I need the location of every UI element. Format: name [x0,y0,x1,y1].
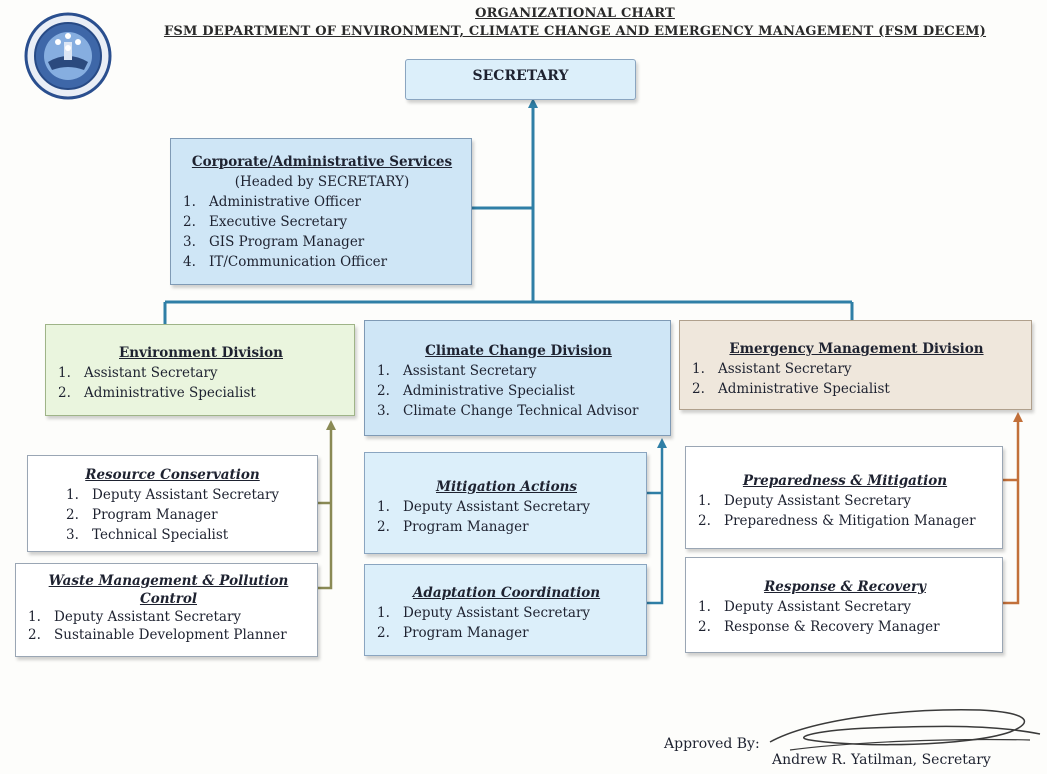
list-item: 4.IT/Communication Officer [183,254,388,270]
mitigation-actions-list: 1.Deputy Assistant Secretary 2.Program M… [377,497,636,537]
corporate-services-title: Corporate/Administrative Services [191,154,453,170]
preparedness-mitigation-title: Preparedness & Mitigation [742,473,948,489]
preparedness-mitigation-box: Preparedness & Mitigation 1.Deputy Assis… [685,446,1003,549]
emergency-management-division-list: 1.Assistant Secretary 2.Administrative S… [692,359,1021,399]
list-item: 3.Climate Change Technical Advisor [377,403,639,419]
adaptation-coordination-box: Adaptation Coordination 1.Deputy Assista… [364,564,647,656]
adaptation-coordination-title: Adaptation Coordination [412,585,601,601]
climate-bracket [647,443,662,605]
climate-change-division-list: 1.Assistant Secretary 2.Administrative S… [377,361,660,421]
waste-management-box: Waste Management & Pollution Control 1.D… [15,563,318,657]
response-recovery-title: Response & Recovery [764,579,926,595]
fsm-seal-icon [24,12,112,100]
signer-name: Andrew R. Yatilman, Secretary [772,752,991,768]
list-item: 1.Assistant Secretary [377,363,537,379]
waste-management-title: Waste Management & Pollution [48,573,289,589]
list-item: 2.Response & Recovery Manager [698,619,940,635]
list-item: 1.Deputy Assistant Secretary [377,499,591,515]
resource-conservation-title: Resource Conservation [85,467,260,483]
corporate-services-list: 1.Administrative Officer 2.Executive Sec… [183,192,461,272]
list-item: 2.Administrative Specialist [58,385,256,401]
list-item: 2.Executive Secretary [183,214,348,230]
list-item: 1.Assistant Secretary [58,365,218,381]
environment-division-title: Environment Division [119,345,283,361]
environment-bracket [318,425,331,590]
resource-conservation-list: 1.Deputy Assistant Secretary 2.Program M… [66,485,307,545]
list-item: 1.Deputy Assistant Secretary [66,487,280,503]
list-item: 2.Administrative Specialist [692,381,890,397]
secretary-title: SECRETARY [472,68,569,84]
corporate-services-box: Corporate/Administrative Services (Heade… [170,138,472,285]
climate-change-division-title: Climate Change Division [425,343,612,359]
environment-division-list: 1.Assistant Secretary 2.Administrative S… [58,363,344,403]
list-item: 2.Program Manager [377,519,529,535]
response-recovery-list: 1.Deputy Assistant Secretary 2.Response … [698,597,992,637]
list-item: 2.Preparedness & Mitigation Manager [698,513,976,529]
preparedness-mitigation-list: 1.Deputy Assistant Secretary 2.Preparedn… [698,491,992,531]
waste-management-list: 1.Deputy Assistant Secretary 2.Sustainab… [28,608,309,644]
emergency-management-division-box: Emergency Management Division 1.Assistan… [679,320,1032,410]
approved-by-label: Approved By: [664,736,760,752]
list-item: 2.Sustainable Development Planner [28,627,287,643]
list-item: 2.Program Manager [66,507,218,523]
list-item: 1.Assistant Secretary [692,361,852,377]
list-item: 2.Program Manager [377,625,529,641]
list-item: 3.GIS Program Manager [183,234,365,250]
mitigation-actions-box: Mitigation Actions 1.Deputy Assistant Se… [364,452,647,554]
waste-management-title-line2: Control [139,591,198,607]
emergency-bracket [1003,417,1018,605]
list-item: 1.Deputy Assistant Secretary [377,605,591,621]
secretary-box: SECRETARY [405,59,636,100]
list-item: 3.Technical Specialist [66,527,229,543]
resource-conservation-box: Resource Conservation 1.Deputy Assistant… [27,455,318,552]
climate-change-division-box: Climate Change Division 1.Assistant Secr… [364,320,671,436]
adaptation-coordination-list: 1.Deputy Assistant Secretary 2.Program M… [377,603,636,643]
list-item: 1.Administrative Officer [183,194,362,210]
environment-division-box: Environment Division 1.Assistant Secreta… [45,324,355,416]
corporate-services-subtitle: (Headed by SECRETARY) [234,174,410,190]
emergency-management-division-title: Emergency Management Division [729,341,984,357]
list-item: 1.Deputy Assistant Secretary [698,493,912,509]
list-item: 2.Administrative Specialist [377,383,575,399]
mitigation-actions-title: Mitigation Actions [436,479,577,495]
response-recovery-box: Response & Recovery 1.Deputy Assistant S… [685,557,1003,653]
chart-title: ORGANIZATIONAL CHART [475,6,675,21]
department-title: FSM DEPARTMENT OF ENVIRONMENT, CLIMATE C… [163,24,987,39]
list-item: 1.Deputy Assistant Secretary [698,599,912,615]
signature-icon [769,709,1041,751]
list-item: 1.Deputy Assistant Secretary [28,609,242,625]
